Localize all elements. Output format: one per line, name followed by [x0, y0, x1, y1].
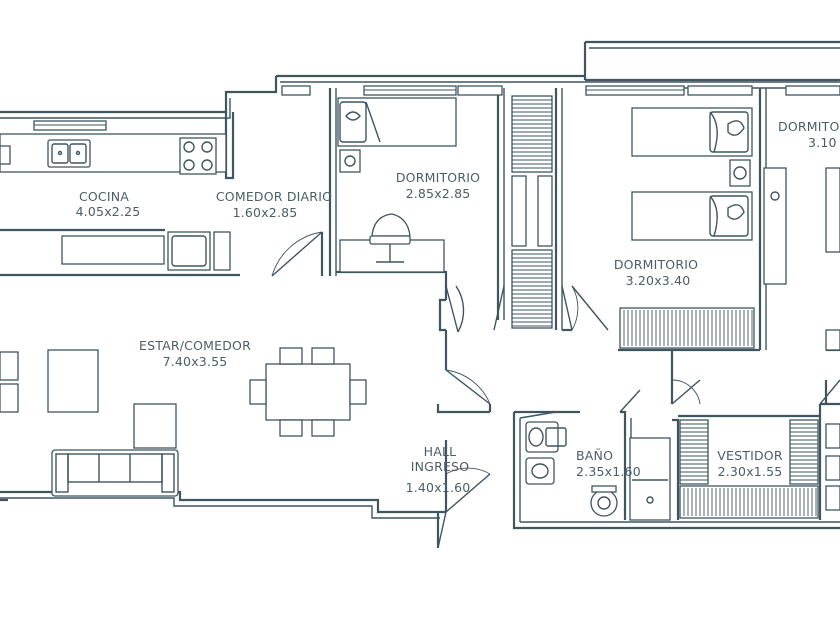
vestidor-shelves — [679, 419, 819, 519]
room-size-bano: 2.35x1.60 — [576, 464, 641, 479]
dormitorio-1-furniture — [337, 97, 457, 273]
bathroom-fixtures — [525, 419, 840, 521]
room-size-estar-comedor: 7.40x3.55 — [163, 354, 228, 369]
room-labels: COCINA 4.05x2.25 COMEDOR DIARIO 1.60x2.8… — [76, 119, 840, 495]
room-label-cocina: COCINA — [79, 189, 129, 204]
chair-icon — [369, 213, 411, 263]
room-label-dormitorio-3: DORMITO — [778, 119, 840, 134]
room-size-cocina: 4.05x2.25 — [76, 204, 141, 219]
dining-table-icon — [249, 347, 367, 437]
dormitorio-3-furniture — [763, 167, 840, 351]
toilet-icon — [525, 421, 567, 453]
room-label-estar-comedor: ESTAR/COMEDOR — [139, 338, 251, 353]
windows — [33, 85, 840, 131]
living-dining-furniture — [0, 347, 367, 497]
doors — [271, 231, 840, 549]
kitchen-fixtures — [0, 133, 231, 271]
stairs — [511, 95, 553, 329]
room-label-bano: BAÑO — [576, 448, 613, 463]
room-size-vestidor: 2.30x1.55 — [718, 464, 783, 479]
dormitorio-2-furniture — [619, 107, 755, 349]
room-size-dormitorio-1: 2.85x2.85 — [406, 186, 471, 201]
stove-icon — [179, 137, 217, 175]
room-label-dormitorio-1: DORMITORIO — [396, 170, 480, 185]
sofa-icon — [51, 449, 179, 497]
washbasin-icon — [590, 485, 618, 517]
room-label-hall: HALL — [424, 444, 457, 459]
sink-icon — [47, 139, 91, 168]
room-size-dormitorio-2: 3.20x3.40 — [626, 273, 691, 288]
room-label-hall-ingreso: INGRESO — [411, 459, 469, 474]
room-label-comedor-diario: COMEDOR DIARIO — [216, 189, 332, 204]
room-size-dormitorio-3: 3.10 — [808, 135, 837, 150]
room-label-dormitorio-2: DORMITORIO — [614, 257, 698, 272]
room-label-vestidor: VESTIDOR — [717, 448, 783, 463]
bidet-icon — [525, 457, 555, 485]
room-size-hall: 1.40x1.60 — [406, 480, 471, 495]
room-size-comedor-diario: 1.60x2.85 — [233, 205, 298, 220]
